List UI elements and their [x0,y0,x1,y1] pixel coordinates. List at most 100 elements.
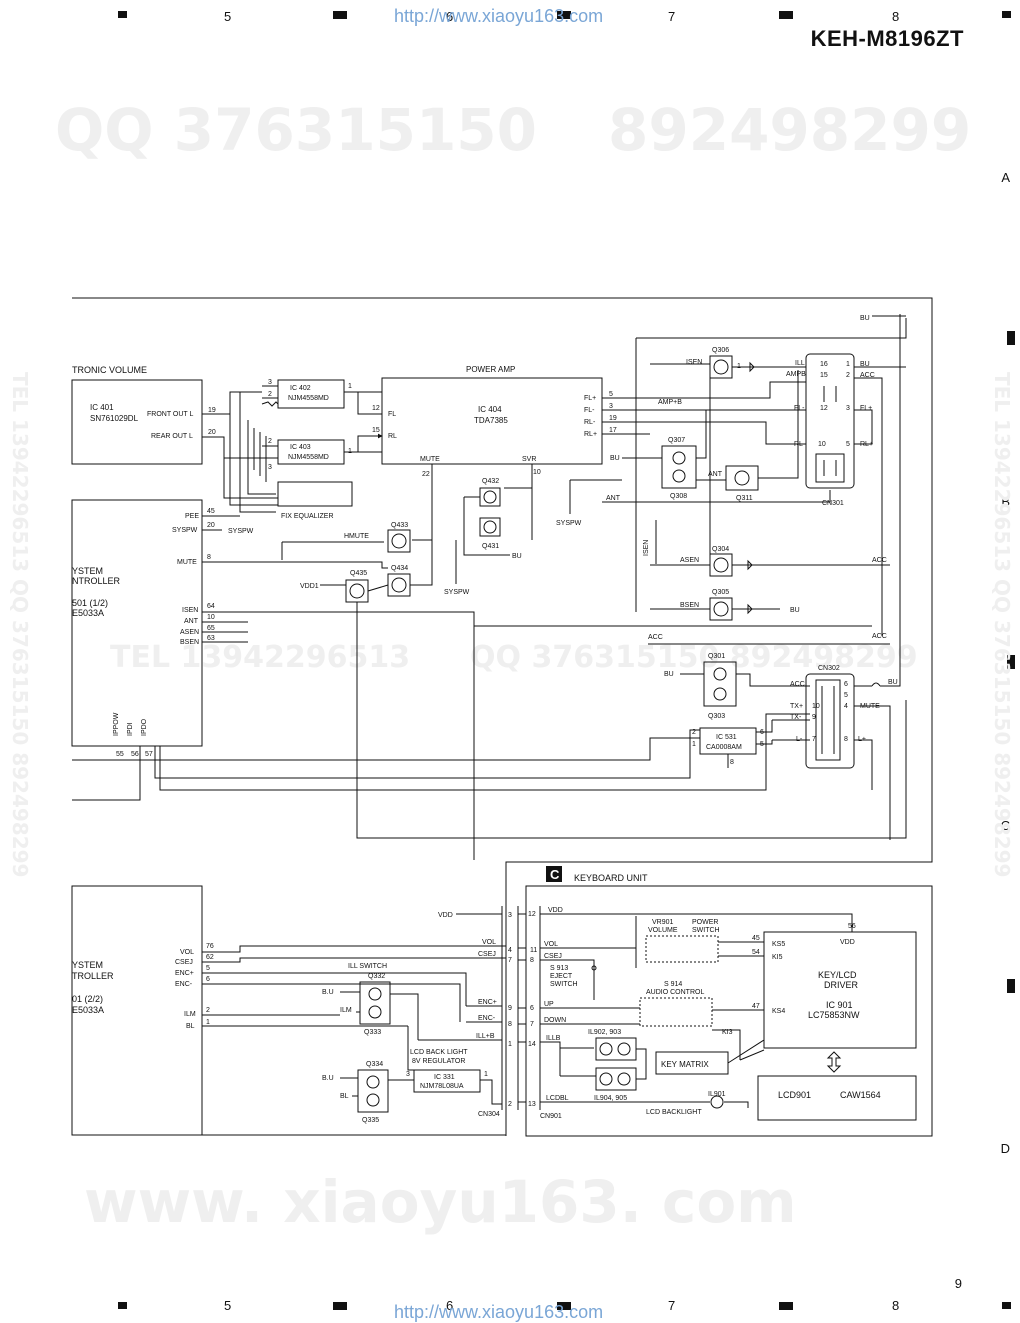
pin-num: 15 [372,427,380,434]
q332-q333-pair [359,981,391,1025]
acc-label: ACC [648,634,663,641]
pin-num: 63 [207,635,215,642]
wire [320,584,907,839]
q311-label: Q311 [736,495,753,502]
pin-name: IPDO [141,718,148,736]
q431-transistor [479,517,501,537]
s913-contact[interactable] [591,965,597,971]
page-number: 9 [954,1276,962,1291]
ic901-line: LC75853NW [808,1010,860,1020]
wire [680,673,810,687]
vdd-label: VDD [548,907,563,914]
column-number: 7 [668,9,676,24]
pin-num: 22 [422,471,430,478]
wire [712,1029,741,1060]
cn301-label: CN301 [822,500,844,507]
pin-num: 3 [609,403,613,410]
source-url-bottom[interactable]: http://www.xiaoyu163.com [394,1302,604,1322]
pin-name: BSEN [180,639,199,646]
down-label: DOWN [544,1017,566,1024]
ic901-vdd: VDD [840,939,855,946]
il902-label: IL902, 903 [588,1029,621,1036]
frame-line [72,297,933,1136]
wire [540,1101,749,1108]
svg-text:3: 3 [268,379,272,386]
q433-transistor [387,529,411,553]
svg-text:1: 1 [508,1041,512,1048]
pin-num: 55 [116,751,124,758]
wire [602,421,806,445]
row-letter: D [1000,1141,1010,1156]
ki3-label: KI3 [722,1029,733,1036]
pin-name: PEE [185,513,199,520]
q332-symbol [368,987,382,1001]
wire [854,366,906,636]
q334-symbol [366,1075,380,1089]
lamp-icon [599,1072,613,1086]
csej-label: CSEJ [544,953,562,960]
cn302-pins [821,686,835,754]
s914-audio-control[interactable] [639,997,713,1027]
lcd901-part: CAW1564 [840,1090,881,1100]
q332-label: Q332 [368,973,385,980]
vol-label: VOL [482,939,496,946]
cn302-pin: 9 [812,714,816,721]
q306-label: Q306 [712,347,729,354]
lcd-backlight-label: LCD BACKLIGHT [646,1109,702,1116]
q433-symbol [391,533,407,549]
syspw-label: SYSPW [444,589,470,596]
cn302-label: CN302 [818,665,840,672]
s913-label: EJECT [550,973,573,980]
ic901-line: DRIVER [824,980,859,990]
wire [602,381,806,399]
cn302-body [815,679,841,761]
q305-symbol [713,601,729,617]
registration-mark [333,1302,347,1310]
wire [202,391,278,506]
q434-label: Q434 [391,565,408,572]
sysctrl2-line: TROLLER [72,971,114,981]
pin-num: 10 [207,614,215,621]
pin-num: 62 [206,954,214,961]
lcd-backlight-reg-label: 8V REGULATOR [412,1058,465,1065]
wire [239,392,276,513]
wire [504,464,533,540]
syspw-label: SYSPW [228,528,254,535]
ic401-name: IC 401 [90,403,114,412]
svg-text:3: 3 [508,912,512,919]
vr901-power-switch[interactable] [645,935,719,963]
acc-label: ACC [872,557,887,564]
pin-num: 17 [609,427,617,434]
il901-lamp [710,1095,724,1109]
source-url-top[interactable]: http://www.xiaoyu163.com [394,6,604,26]
column-number: 5 [224,9,232,24]
wire [727,1039,765,1064]
cn302-pin: 5 [844,692,848,699]
q311-transistor [725,465,759,491]
bu-label: BU [610,455,620,462]
svg-text:8: 8 [530,957,534,964]
lcd-backlight-reg-label: LCD BACK LIGHT [410,1049,468,1056]
fix-equalizer-label: FIX EQUALIZER [281,513,334,520]
row-letter: C [1000,818,1010,833]
ill-switch-label: ILL SWITCH [348,963,387,970]
bu-label: BU [860,361,870,368]
tx-plus-label: TX+ [790,703,803,710]
svg-text:9: 9 [508,1005,512,1012]
cn301-body [815,453,845,483]
ic331-name: IC 331 [434,1074,455,1081]
wire [727,720,773,768]
column-number: 6 [446,1298,454,1313]
column-number: 8 [892,1298,900,1313]
rl-minus-label: RL- [794,441,806,448]
pin-name: CSEJ [175,959,193,966]
fl-plus-label: FL+ [860,405,872,412]
q303-label: Q303 [708,713,725,720]
svg-text:12: 12 [528,911,536,918]
q301-q303-pair [703,661,737,707]
wire [540,947,636,1000]
model-number: KEH-M8196ZT [810,26,964,51]
q333-symbol [368,1005,382,1019]
wire [650,363,711,560]
wire [635,916,764,968]
